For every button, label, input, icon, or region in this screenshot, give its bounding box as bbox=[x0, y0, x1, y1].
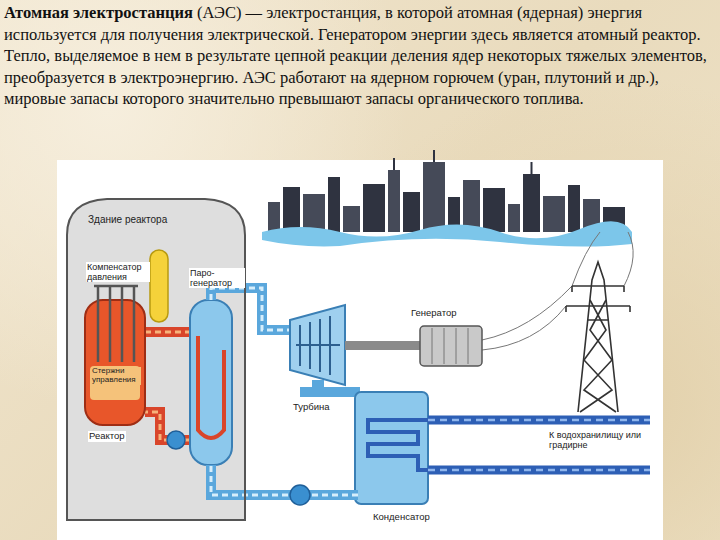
term-heading: Атомная электростанция bbox=[4, 3, 193, 22]
city-building bbox=[483, 188, 505, 232]
steam-generator-tubes bbox=[198, 336, 224, 438]
intro-text: Атомная электростанция(АЭС) — электроста… bbox=[4, 2, 716, 110]
city-spire bbox=[393, 158, 395, 170]
picture-ground bbox=[57, 160, 663, 540]
city-spire bbox=[433, 150, 435, 162]
condenser-coil bbox=[368, 420, 428, 470]
city-building bbox=[543, 196, 565, 232]
city-building bbox=[508, 204, 520, 232]
part-label: Паро-генератор bbox=[189, 268, 245, 288]
city-building bbox=[523, 174, 540, 232]
exhaust-pipe bbox=[300, 387, 360, 397]
city-building bbox=[303, 194, 325, 232]
part-label: Реактор bbox=[88, 431, 126, 442]
cooling-water-pipes bbox=[428, 420, 650, 470]
feed-pump bbox=[290, 485, 310, 505]
city-skyline bbox=[268, 150, 625, 232]
building-outline bbox=[65, 195, 247, 522]
generator bbox=[420, 326, 482, 366]
primary-pump bbox=[167, 431, 185, 449]
power-lines bbox=[482, 232, 633, 350]
feedwater-pipe bbox=[211, 465, 358, 495]
city-building bbox=[283, 187, 300, 232]
city-building bbox=[403, 192, 420, 232]
control-rods bbox=[94, 286, 138, 362]
part-label: Компенсатор давления bbox=[86, 262, 150, 282]
primary-loop bbox=[145, 332, 192, 440]
city-building bbox=[268, 202, 280, 232]
reactor-vessel bbox=[85, 300, 145, 425]
shaft bbox=[345, 341, 420, 350]
city-spire bbox=[531, 162, 533, 174]
steam-pipe bbox=[211, 288, 292, 330]
reactor-building-fill bbox=[67, 199, 245, 520]
generator-ribs bbox=[432, 328, 468, 364]
city-building bbox=[423, 162, 445, 232]
city-water bbox=[262, 221, 632, 246]
turbine-blades bbox=[296, 316, 340, 375]
reactor-core bbox=[90, 366, 140, 400]
city-building bbox=[363, 184, 385, 232]
building-outline-path bbox=[67, 199, 245, 520]
power-pylon bbox=[566, 262, 630, 412]
city-building bbox=[343, 206, 360, 232]
turbine bbox=[290, 305, 345, 385]
pressure-compensator bbox=[150, 250, 168, 322]
city-building bbox=[388, 170, 400, 232]
reactor-building: Здание реактора bbox=[65, 195, 247, 522]
city-building bbox=[328, 177, 340, 232]
city-building bbox=[568, 185, 580, 232]
part-label: Стержни управления bbox=[91, 367, 141, 385]
note-label: К водохранилищу или градирне bbox=[548, 430, 650, 450]
building-heading: Здание реактора bbox=[87, 214, 168, 225]
condenser bbox=[355, 392, 428, 504]
city-building bbox=[463, 180, 480, 232]
steam-generator bbox=[190, 300, 232, 465]
part-label: Конденсатор bbox=[372, 512, 431, 523]
part-label: Турбина bbox=[292, 402, 330, 413]
part-label: Генератор bbox=[410, 308, 458, 319]
